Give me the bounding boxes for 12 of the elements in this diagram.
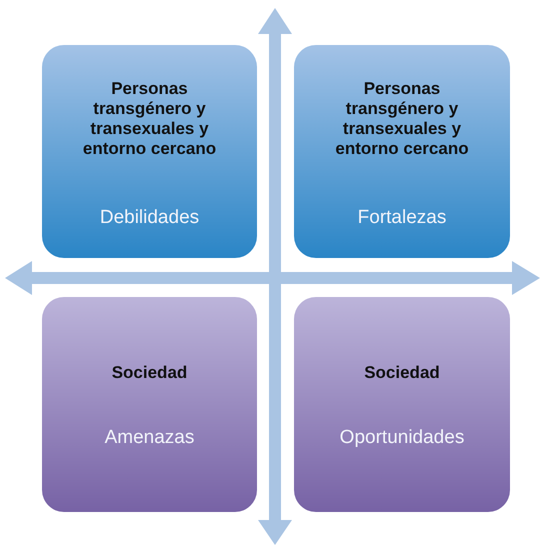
quadrant-label: Fortalezas (356, 207, 448, 229)
quadrant-label: Debilidades (98, 207, 200, 229)
quadrant-heading: Sociedad (363, 363, 441, 383)
quadrant-box (42, 45, 257, 258)
quadrant-heading: Personas transgénero y transexuales y entorno cercano (334, 79, 470, 159)
quadrant-label: Oportunidades (338, 427, 466, 449)
quadrant-box (294, 45, 510, 258)
quadrant-box (42, 297, 257, 512)
quadrant-heading: Personas transgénero y transexuales y entorno cercano (82, 79, 218, 159)
quadrant-box (294, 297, 510, 512)
quadrant-heading: Sociedad (110, 363, 188, 383)
quadrant-label: Amenazas (104, 427, 196, 449)
